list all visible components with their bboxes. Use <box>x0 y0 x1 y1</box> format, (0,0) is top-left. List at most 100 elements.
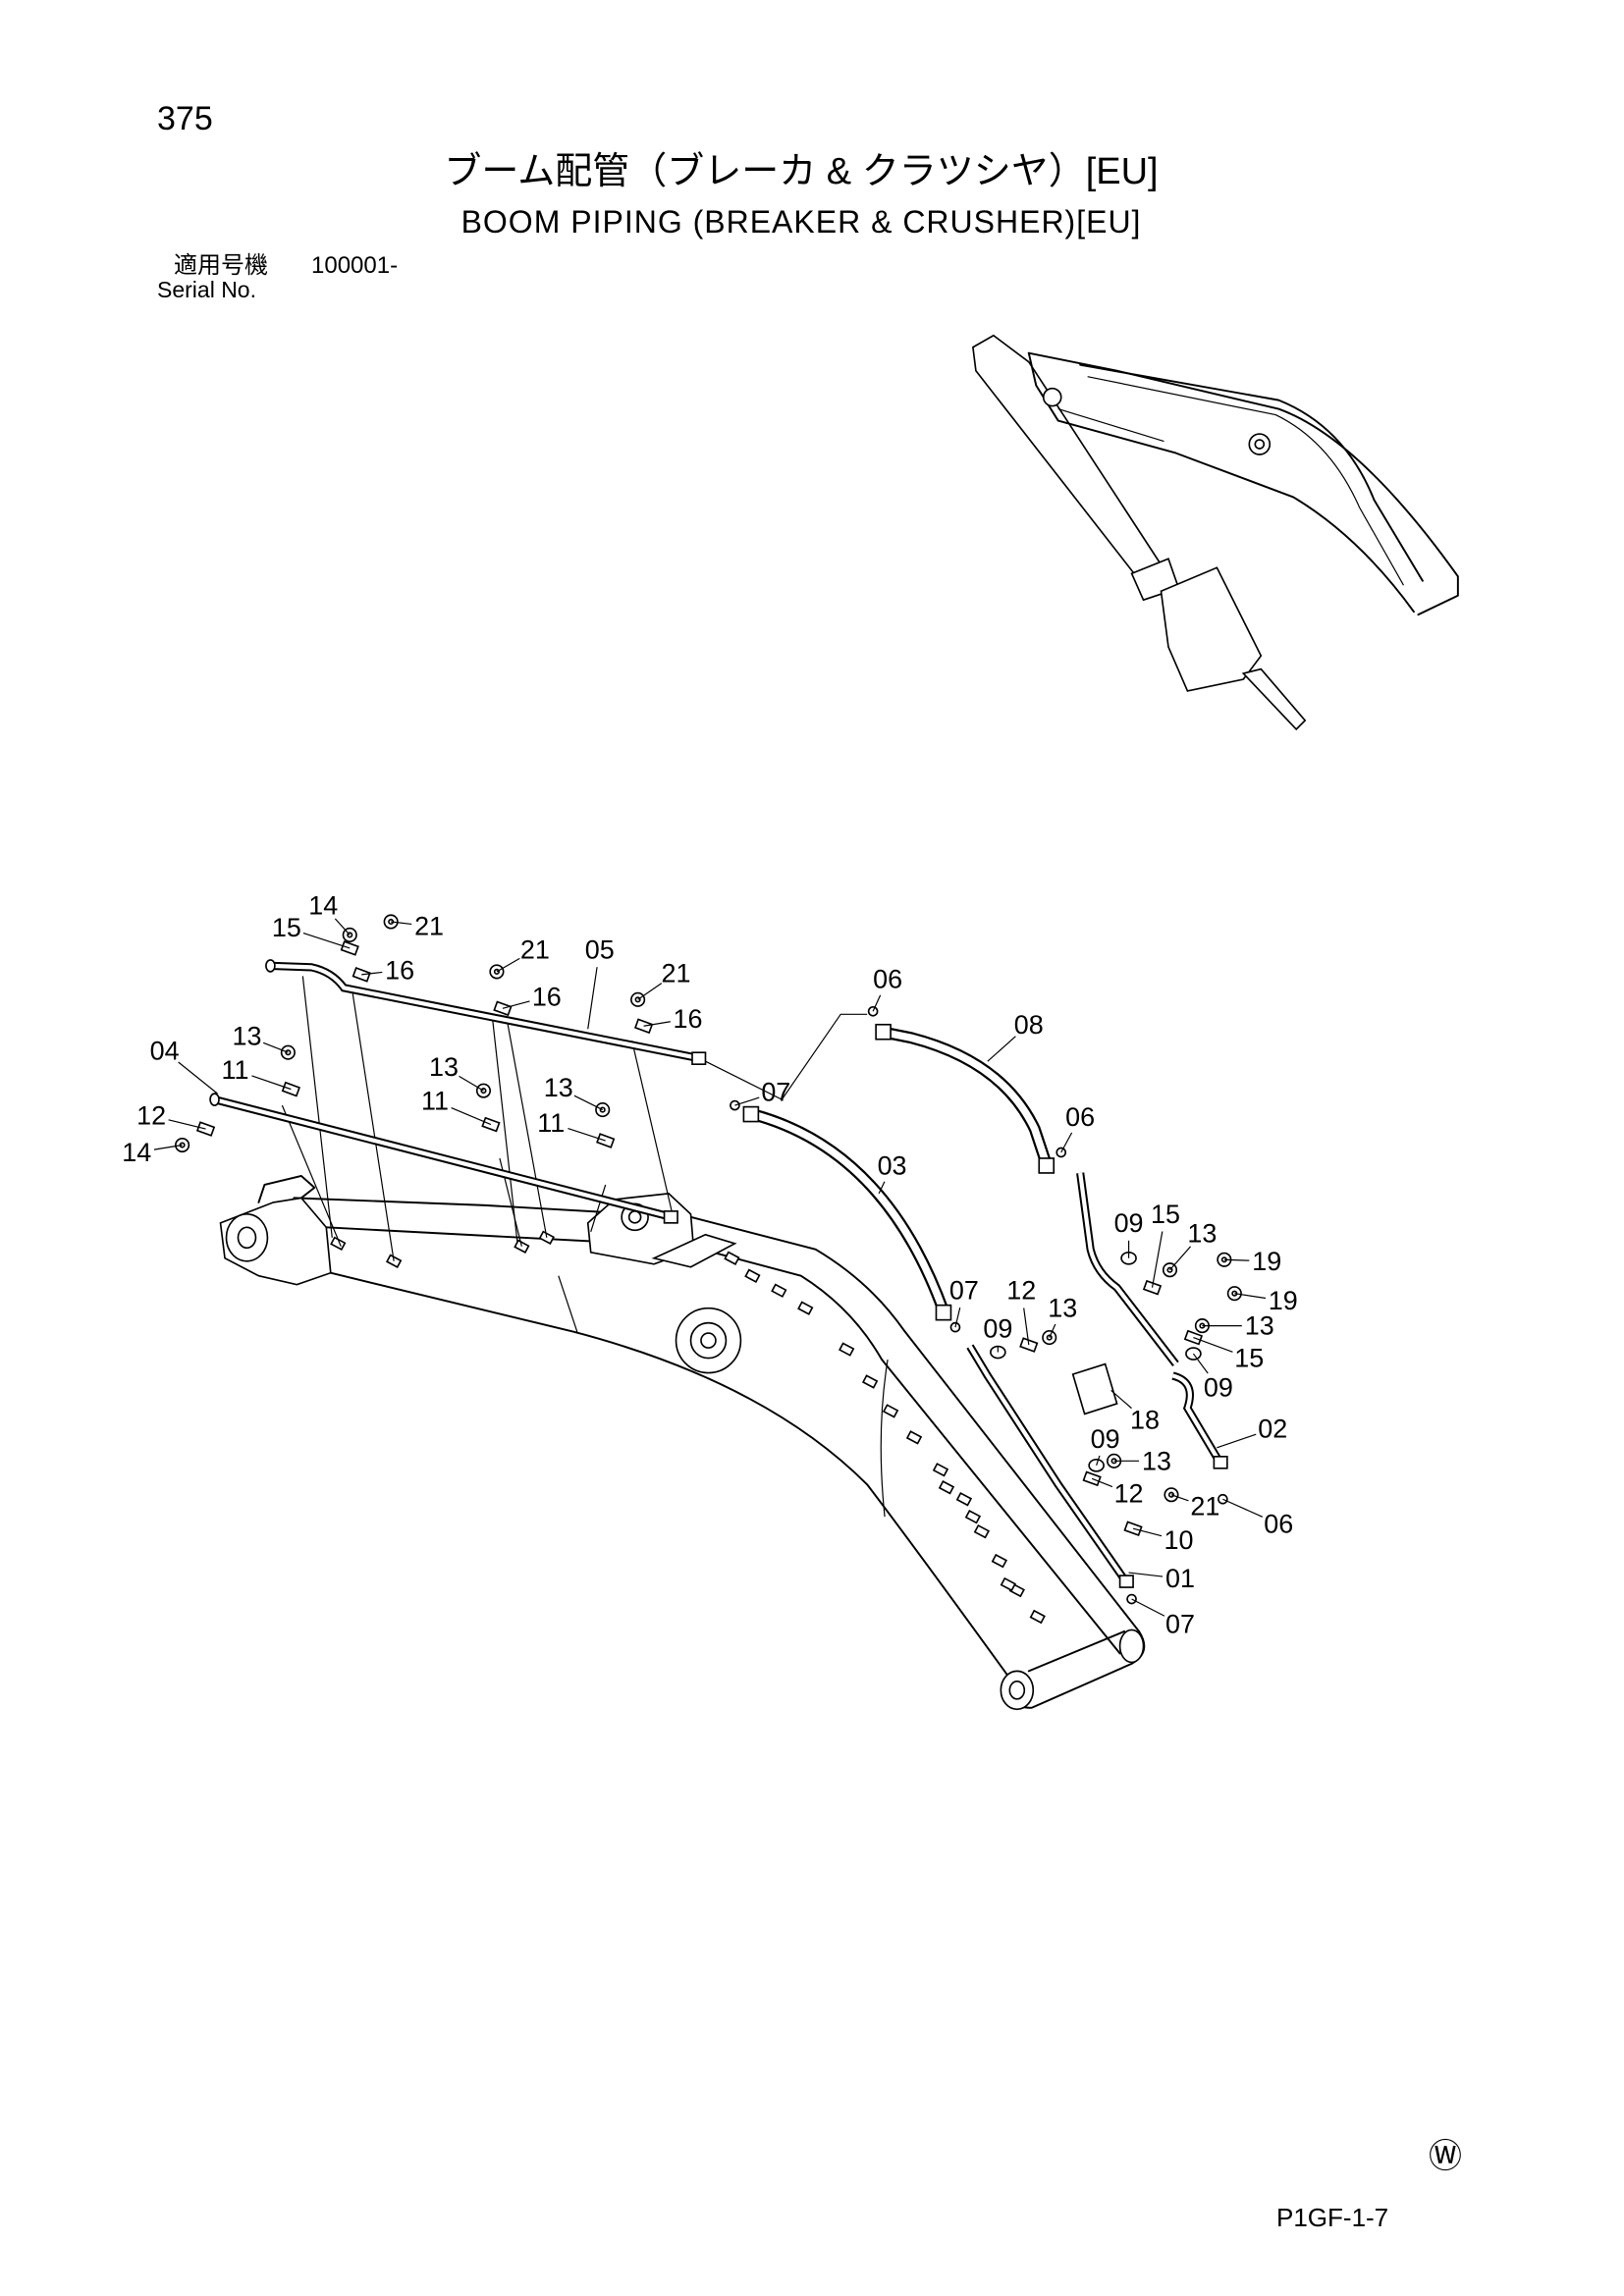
callout-leader <box>168 1119 206 1130</box>
callout-label: 02 <box>1258 1414 1287 1443</box>
clamp-base <box>724 1251 740 1265</box>
overview-inset <box>972 334 1459 731</box>
callout-leader <box>496 957 520 973</box>
clamp-base <box>797 1301 814 1315</box>
callout-label: 16 <box>674 1004 703 1034</box>
cylinder-bracket-pin <box>627 1210 642 1224</box>
callout-label: 04 <box>150 1037 180 1066</box>
callout-leader <box>1217 1433 1257 1449</box>
callout-label: 13 <box>232 1022 261 1051</box>
callout-label: 12 <box>1114 1478 1144 1508</box>
pipe-04-fitting <box>663 1210 678 1224</box>
callout-label: 14 <box>122 1138 151 1167</box>
boom-weld-seam-2 <box>880 1359 889 1518</box>
inset-boom-cylinder <box>1057 408 1164 443</box>
callout-label: 19 <box>1252 1247 1281 1276</box>
callout-leader <box>1169 1246 1191 1271</box>
callout-leader <box>361 971 383 976</box>
callout-leader <box>878 1181 886 1195</box>
callout-leader <box>1128 1572 1164 1577</box>
callout-leader <box>334 918 351 935</box>
pipe-01-fitting <box>1118 1575 1134 1588</box>
inset-boom-foot-pin <box>1042 387 1062 407</box>
clamp-base <box>905 1430 923 1445</box>
pipe-01 <box>966 1344 1134 1588</box>
clamp <box>596 1133 616 1148</box>
callout-leader <box>1151 1231 1164 1288</box>
title-japanese: ブーム配管（ブレーカ & クラツシヤ）[EU] <box>444 151 1159 192</box>
inset-breaker-body <box>1160 566 1263 692</box>
callout-label: 12 <box>136 1101 166 1131</box>
callout-label: 18 <box>1130 1405 1160 1434</box>
callout-label: 13 <box>544 1073 573 1102</box>
inset-boom-pipe-2 <box>1087 376 1404 586</box>
callout-label: 09 <box>1204 1372 1233 1402</box>
callout-leader <box>1023 1308 1030 1346</box>
pipe-05-end <box>265 959 276 973</box>
clamp-base <box>964 1509 982 1524</box>
bolt-head <box>1167 1491 1175 1498</box>
callout-label: 10 <box>1164 1525 1193 1555</box>
callout-leader <box>643 1021 671 1027</box>
clamp-base <box>330 1236 347 1252</box>
hose-03-fill <box>751 1110 947 1312</box>
hose-08-fitting <box>1038 1157 1056 1174</box>
callout-leader <box>637 983 663 1000</box>
callout-leader <box>587 967 598 1030</box>
callout-label: 21 <box>520 934 550 964</box>
pipe-04-end <box>209 1093 220 1106</box>
callout-label: 13 <box>429 1052 459 1082</box>
pipe-02-fitting <box>1213 1456 1228 1469</box>
boom-tip-boss-inner <box>1008 1681 1026 1700</box>
callout-leader <box>1131 1598 1165 1617</box>
callout-label: 06 <box>1065 1102 1095 1132</box>
clamp-base <box>932 1463 949 1477</box>
inset-boom-pivot-pin <box>1254 439 1266 450</box>
clamp <box>281 1081 300 1097</box>
clamp-base <box>938 1480 955 1495</box>
inset-boom-top <box>1027 351 1459 616</box>
pipe-05-fill <box>270 963 700 1061</box>
callout-leader <box>1223 1258 1250 1261</box>
clamp-base <box>514 1239 530 1255</box>
boom-foot-boss-inner <box>237 1226 257 1250</box>
callout-label: 15 <box>1234 1344 1264 1373</box>
callout-leader <box>1096 1455 1101 1467</box>
clamp-base <box>1000 1576 1016 1592</box>
callout-label: 21 <box>1190 1492 1219 1522</box>
callout-leader <box>1110 1390 1132 1410</box>
callout-leader <box>451 1107 492 1126</box>
callout-leader <box>262 1041 289 1053</box>
pipe-02 <box>1076 1172 1228 1469</box>
callout-label: 15 <box>272 913 301 942</box>
o-ring <box>1126 1593 1137 1605</box>
callout-label: 19 <box>1269 1286 1298 1315</box>
clamp <box>1123 1521 1143 1537</box>
boom-weld-seam <box>558 1275 578 1334</box>
callout-leader <box>1192 1353 1209 1374</box>
serial-label-japanese: 適用号機 <box>174 252 268 279</box>
callout-label: 09 <box>983 1314 1012 1344</box>
callout-label: 21 <box>662 958 691 988</box>
mounting-line <box>301 976 333 1238</box>
callout-label: 21 <box>414 911 444 940</box>
callout-leader <box>178 1061 218 1095</box>
mounting-line <box>281 1104 342 1248</box>
callout-label: 13 <box>1187 1218 1217 1248</box>
callout-label: 05 <box>585 934 615 964</box>
title-english: BOOM PIPING (BREAKER & CRUSHER)[EU] <box>460 204 1142 240</box>
callout-leader <box>734 1096 760 1106</box>
hose-08-fitting <box>875 1023 892 1041</box>
callout-leader <box>459 1075 484 1092</box>
callout-label: 13 <box>1048 1294 1077 1323</box>
callout-label: 13 <box>1245 1311 1274 1341</box>
clamp-base <box>882 1404 899 1418</box>
callout-leader <box>568 1128 606 1142</box>
callout-label: 06 <box>873 964 902 993</box>
clamp-base <box>744 1268 761 1283</box>
mounting-line <box>506 1020 548 1238</box>
callout-label: 16 <box>532 982 562 1011</box>
hose-03 <box>742 1105 952 1321</box>
callout-leader <box>1170 1494 1189 1502</box>
callout-label: 11 <box>421 1087 449 1116</box>
